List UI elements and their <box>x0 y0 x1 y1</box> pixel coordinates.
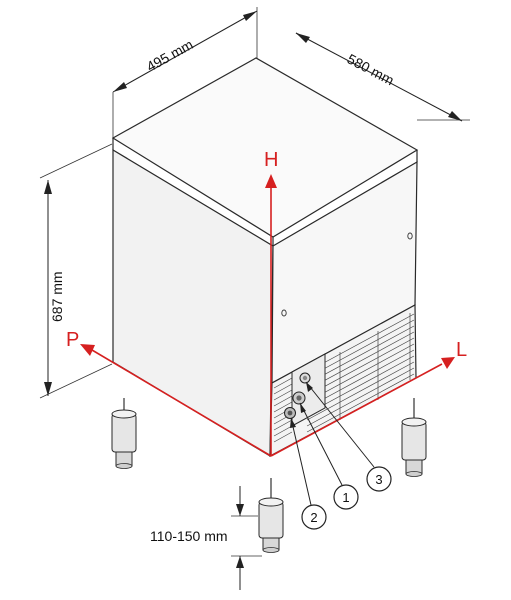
foot-front <box>258 478 284 553</box>
callout-1: 1 <box>333 484 359 510</box>
foot-right <box>401 398 427 477</box>
height-dimension: 687 mm <box>39 143 113 399</box>
axis-h-arrowhead <box>265 174 277 188</box>
callout-3: 3 <box>366 466 392 492</box>
axis-p-label: P <box>66 329 79 351</box>
axis-h-label: H <box>264 149 278 171</box>
water-inlet-fitting <box>299 372 311 384</box>
callouts: 1 2 3 <box>290 381 392 530</box>
width-label: 495 mm <box>144 36 196 75</box>
feet-dimension: 110-150 mm <box>150 486 262 590</box>
drain-fitting <box>292 391 306 405</box>
axis-p-arrowhead <box>80 344 95 356</box>
callout-2: 2 <box>301 504 327 530</box>
callout-1-label: 1 <box>342 490 349 505</box>
cabinet <box>111 57 419 458</box>
depth-label: 580 mm <box>345 51 397 89</box>
power-fitting <box>284 407 296 419</box>
feet-height-label: 110-150 mm <box>150 528 228 544</box>
axis-l-label: L <box>456 339 467 361</box>
callout-3-label: 3 <box>375 472 382 487</box>
callout-2-label: 2 <box>310 510 317 525</box>
axis-l-arrowhead <box>441 357 455 369</box>
axis-arrows: H P L <box>66 149 467 457</box>
height-label: 687 mm <box>49 271 65 322</box>
foot-left <box>111 398 137 469</box>
